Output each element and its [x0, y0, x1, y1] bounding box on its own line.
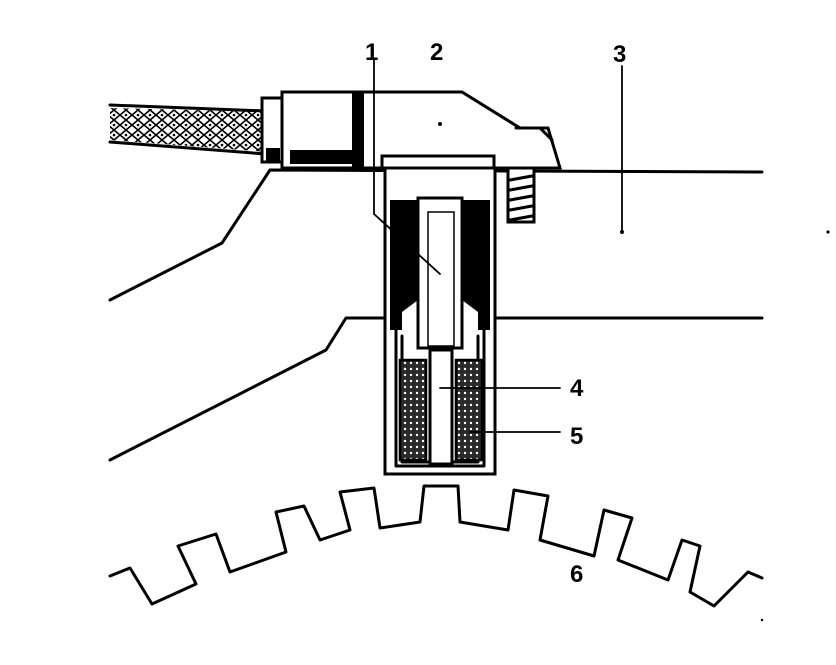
- cable-ferrule: [260, 96, 284, 164]
- callout-2: 2: [430, 39, 443, 66]
- sensor-head: [280, 90, 563, 172]
- fixing-screw: [506, 166, 536, 224]
- callout-5: 5: [570, 423, 583, 450]
- leader-lines: [373, 59, 830, 622]
- callout-6: 6: [570, 561, 583, 588]
- winding: [398, 358, 484, 462]
- callouts: 1 2 3 4 5 6: [365, 39, 626, 588]
- soft-iron-core: [428, 348, 454, 466]
- cable: [108, 103, 268, 156]
- trigger-wheel: [108, 484, 764, 608]
- callout-1: 1: [365, 39, 378, 66]
- callout-3: 3: [613, 41, 626, 68]
- callout-4: 4: [570, 375, 584, 402]
